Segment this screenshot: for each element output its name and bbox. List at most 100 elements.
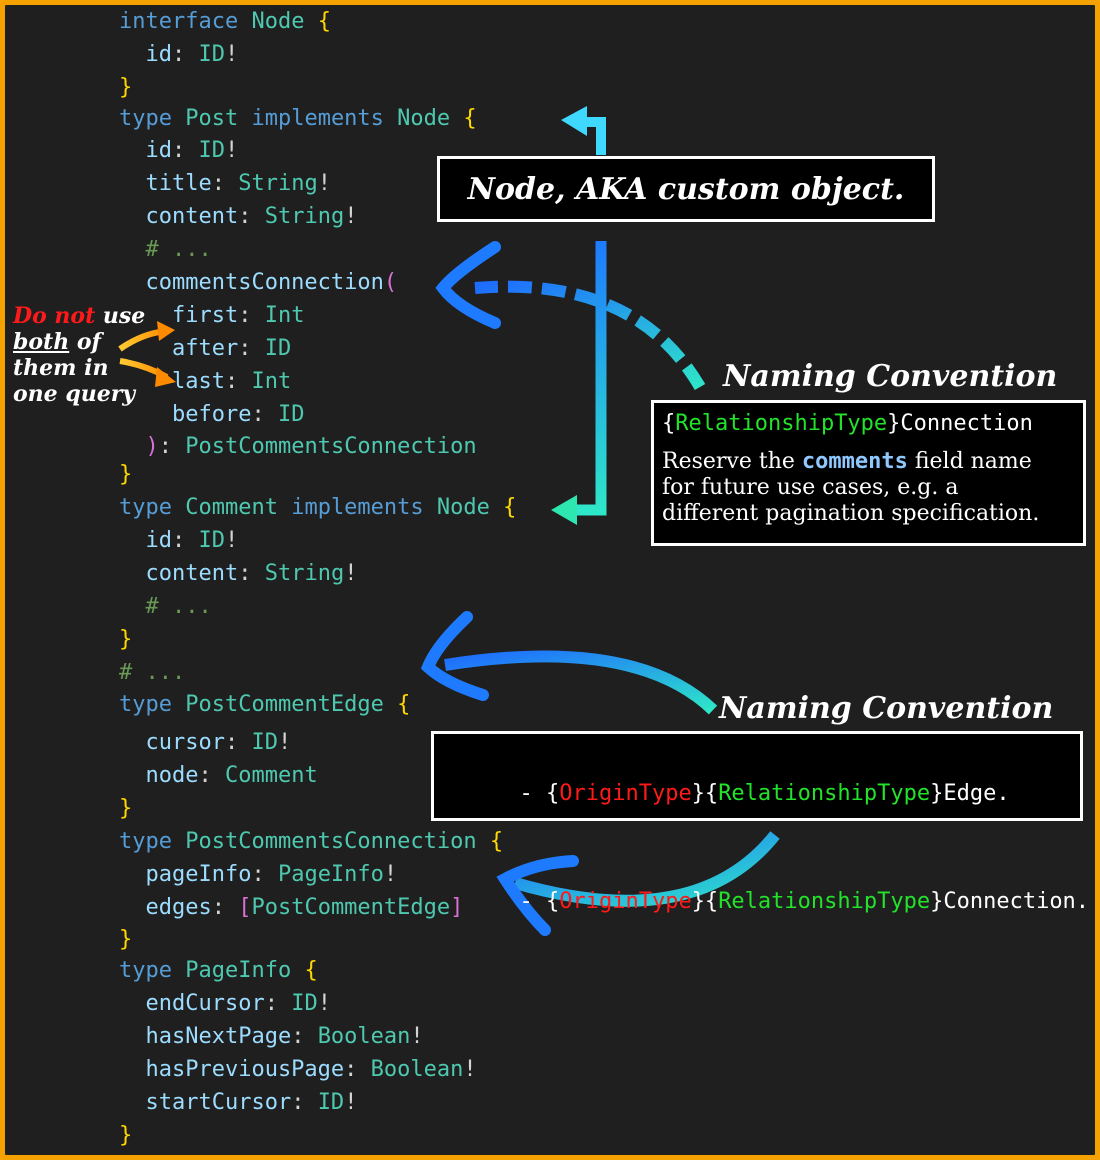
code-token: Comment: [224, 763, 318, 788]
naming2-rule-edge: - {OriginType}{RelationshipType}Edge.: [440, 740, 1074, 848]
code-token: :: [251, 402, 278, 427]
code-token: id: [119, 138, 172, 163]
code-token: ID: [264, 336, 292, 361]
code-line: content: String!: [119, 204, 357, 230]
code-line: id: ID!: [119, 528, 238, 554]
code-token: :: [171, 138, 199, 163]
desc-part-a: Reserve the: [662, 449, 802, 474]
code-token: node: [119, 763, 199, 788]
code-token: # ...: [119, 237, 212, 262]
code-token: Node: [397, 106, 464, 131]
naming1-arrowhead: [435, 241, 501, 329]
code-token: :: [211, 171, 239, 196]
rule-relationship-type: RelationshipType: [718, 781, 931, 806]
code-token: }: [119, 796, 133, 821]
code-token: :: [238, 303, 265, 328]
desc-keyword: comments: [801, 449, 908, 474]
code-token: String: [264, 204, 345, 229]
code-token: after: [119, 336, 239, 361]
code-token: :: [224, 730, 252, 755]
code-line: interface Node {: [119, 9, 331, 35]
code-token: !: [344, 1090, 358, 1115]
code-token: PageInfo: [277, 862, 384, 887]
naming1-description: Reserve the comments field name for futu…: [662, 449, 1075, 527]
code-token: (: [383, 270, 398, 295]
use-text: use: [95, 303, 146, 329]
code-token: ID: [277, 402, 305, 427]
code-token: Node: [251, 9, 318, 34]
code-token: !: [463, 1057, 477, 1082]
code-token: :: [171, 528, 199, 553]
rule-relationship-type: RelationshipType: [718, 889, 931, 914]
code-token: type: [119, 692, 186, 717]
code-token: }: [119, 75, 133, 100]
naming2-edge-arrow: [444, 650, 718, 715]
code-token: String: [238, 171, 318, 196]
rule-origin-type: OriginType: [559, 889, 692, 914]
code-token: [: [238, 895, 252, 920]
code-token: PostCommentEdge: [251, 895, 451, 920]
code-token: !: [277, 730, 292, 755]
naming2-connection-arrowhead: [496, 855, 579, 936]
naming2-connection-arrow: [513, 831, 780, 907]
code-token: Int: [251, 369, 292, 394]
code-line: # ...: [119, 660, 185, 686]
code-token: ID: [198, 528, 225, 553]
code-token: id: [119, 528, 172, 553]
pattern-open-brace: {: [662, 411, 676, 436]
code-line: cursor: ID!: [119, 730, 291, 756]
code-token: before: [119, 402, 252, 427]
code-token: content: [119, 204, 239, 229]
code-token: commentsConnection: [119, 270, 384, 295]
code-line: }: [119, 1123, 132, 1149]
code-line: endCursor: ID!: [119, 991, 331, 1017]
code-token: :: [211, 895, 239, 920]
code-token: String: [264, 561, 345, 586]
code-token: PostCommentEdge: [185, 692, 398, 717]
code-token: {: [489, 829, 504, 854]
naming1-dashed-arrow: [474, 280, 706, 391]
naming1-title: Naming Convention: [723, 359, 1058, 394]
naming1-pattern: {RelationshipType}Connection: [662, 409, 1075, 439]
code-token: Int: [264, 303, 305, 328]
code-token: :: [291, 1090, 318, 1115]
code-line: }: [119, 75, 132, 101]
code-token: {: [463, 106, 477, 131]
rule-braces: }{: [691, 781, 719, 806]
desc-line-2: for future use cases, e.g. a: [662, 475, 959, 500]
node-callout-text: Node, AKA custom object.: [467, 171, 905, 207]
code-token: !: [224, 42, 239, 67]
code-token: {: [317, 9, 331, 34]
code-line: content: String!: [119, 561, 357, 587]
pagination-note: Do not use both of them in one query: [13, 303, 145, 407]
code-token: !: [410, 1024, 424, 1049]
code-token: {: [503, 495, 517, 520]
code-token: ): [119, 434, 159, 459]
code-line: title: String!: [119, 171, 330, 197]
comment-arrowhead: [551, 495, 577, 525]
vertical-connector-arrow: [570, 241, 607, 516]
code-token: }: [119, 1123, 133, 1148]
code-token: !: [344, 204, 358, 229]
naming2-edge-arrowhead: [420, 611, 489, 701]
desc-line-3: different pagination specification.: [662, 501, 1040, 526]
code-token: !: [344, 561, 358, 586]
code-token: :: [198, 763, 225, 788]
code-token: edges: [119, 895, 212, 920]
one-query-text: one query: [13, 381, 136, 407]
code-token: :: [171, 42, 199, 67]
code-token: implements: [291, 495, 437, 520]
code-token: ID: [251, 730, 278, 755]
code-line: last: Int: [119, 369, 291, 395]
rule-dash: -: [519, 889, 546, 914]
code-token: }: [119, 627, 133, 652]
code-token: # ...: [119, 660, 186, 685]
code-line: type PostCommentsConnection {: [119, 829, 503, 855]
code-token: implements: [251, 106, 398, 131]
code-token: !: [317, 991, 331, 1016]
naming2-box: - {OriginType}{RelationshipType}Edge. - …: [431, 731, 1089, 914]
code-token: type: [119, 958, 186, 983]
pattern-relationship-type: RelationshipType: [675, 411, 888, 436]
code-token: hasPreviousPage: [119, 1057, 345, 1082]
